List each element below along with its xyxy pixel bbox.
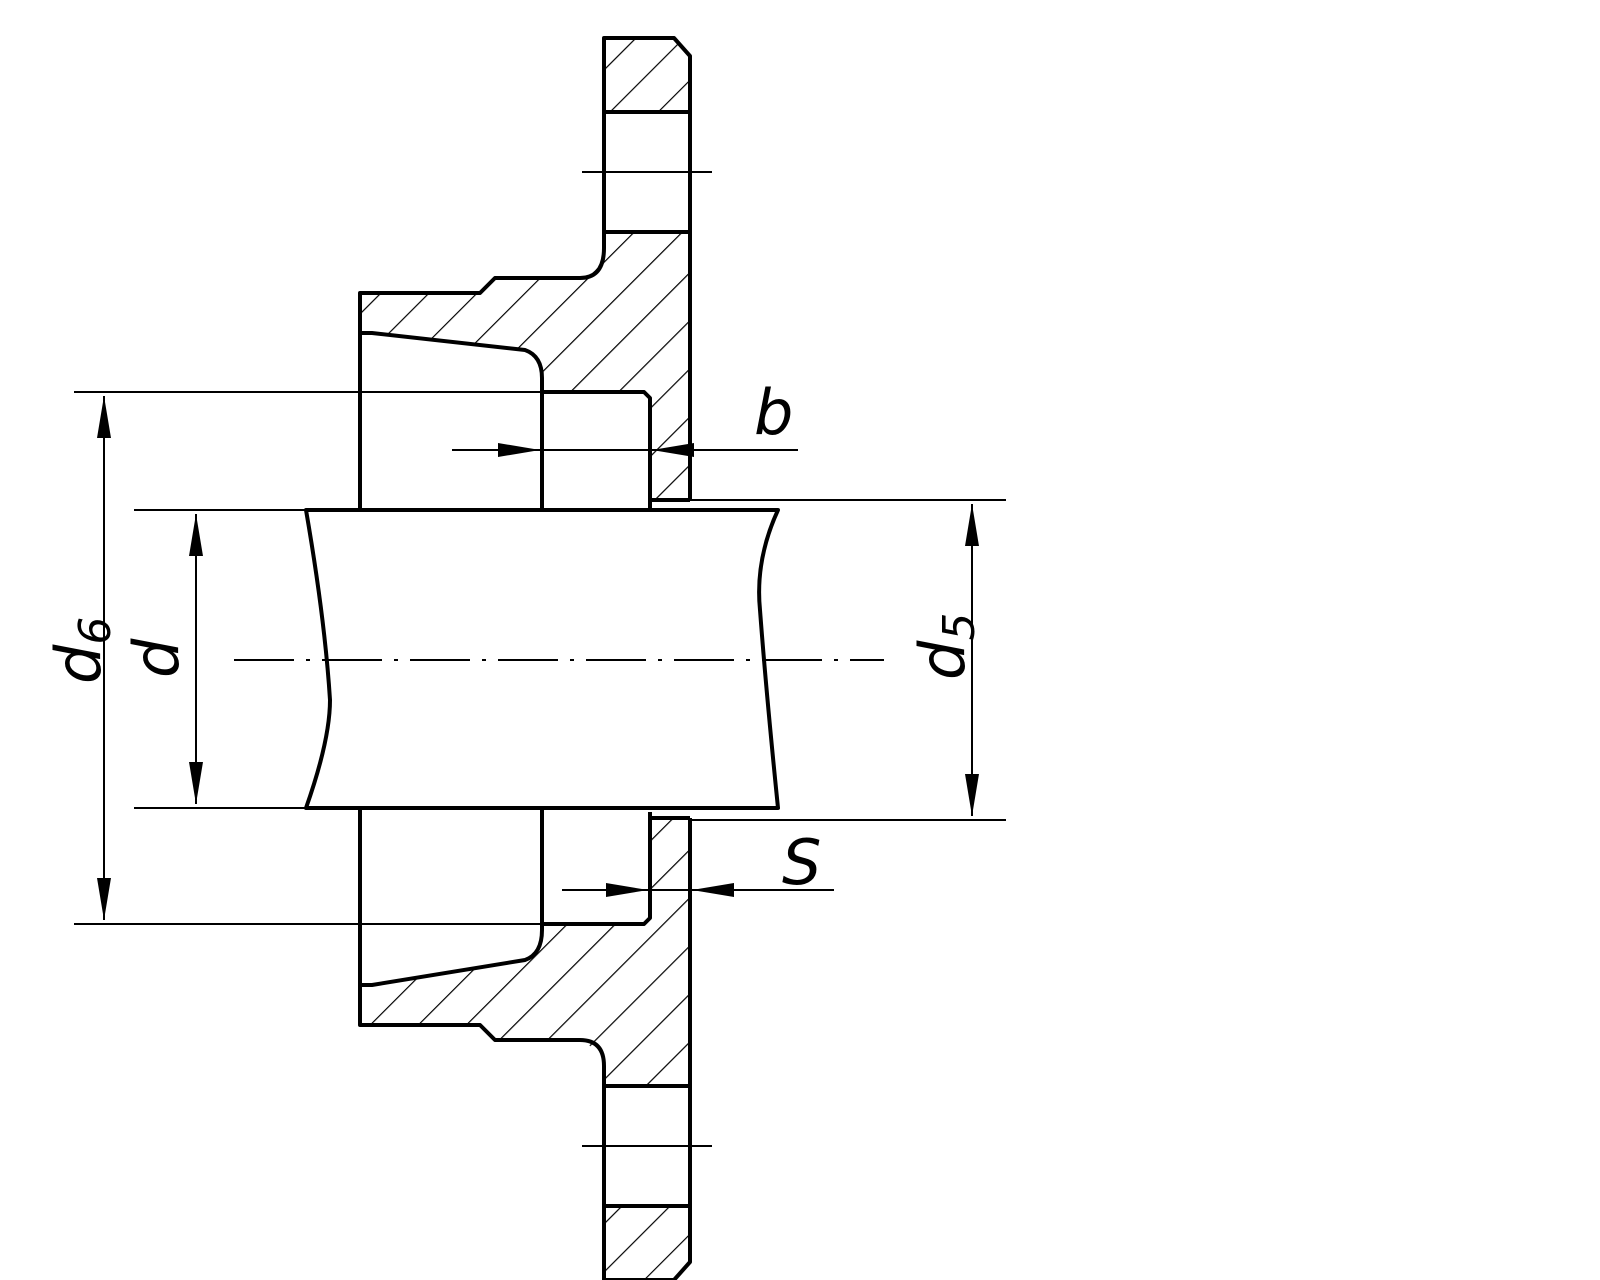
flange-outer-contour-bottom <box>358 810 692 1280</box>
label-d6-subscript: 6 <box>70 617 121 645</box>
arrow-d6-bottom <box>97 878 111 920</box>
label-d5-subscript: 5 <box>934 613 985 641</box>
recess-bottom <box>542 812 652 926</box>
dimension-d5: d5 <box>906 504 985 816</box>
arrow-s-left <box>606 883 648 897</box>
label-d6: d6 <box>42 617 121 684</box>
tapered-bore-top <box>360 331 544 510</box>
arrow-b-right <box>652 443 694 457</box>
dimension-d: d <box>120 514 203 804</box>
arrow-d5-bottom <box>965 774 979 816</box>
hatch-body-bottom <box>360 818 690 1086</box>
label-d5-symbol: d <box>906 640 979 680</box>
arrow-d6-top <box>97 396 111 438</box>
flange-outer-contour-top <box>358 36 692 510</box>
extension-lines <box>74 391 1006 925</box>
hatch-flange-bottom-tip <box>604 1206 690 1280</box>
label-d5: d5 <box>906 613 985 680</box>
label-d: d <box>120 638 193 678</box>
tapered-bore-bottom <box>360 810 544 987</box>
arrow-d-top <box>189 514 203 556</box>
recess-top <box>542 390 652 510</box>
dimension-d6: d6 <box>42 396 121 920</box>
dimension-s: S <box>562 826 834 899</box>
arrow-d-bottom <box>189 762 203 804</box>
label-b: b <box>754 376 793 449</box>
label-d6-symbol: d <box>42 644 115 684</box>
arrow-d5-top <box>965 504 979 546</box>
hatch-flange-top-tip <box>604 38 690 112</box>
shaft-body <box>304 508 780 810</box>
arrow-b-left <box>498 443 540 457</box>
arrow-s-right <box>692 883 734 897</box>
hatch-body-top <box>360 232 690 500</box>
center-lines <box>234 171 884 1147</box>
dimension-b: b <box>452 376 798 457</box>
section-hatching <box>360 38 690 1280</box>
flange-outline <box>358 36 692 1280</box>
label-s: S <box>782 826 821 899</box>
